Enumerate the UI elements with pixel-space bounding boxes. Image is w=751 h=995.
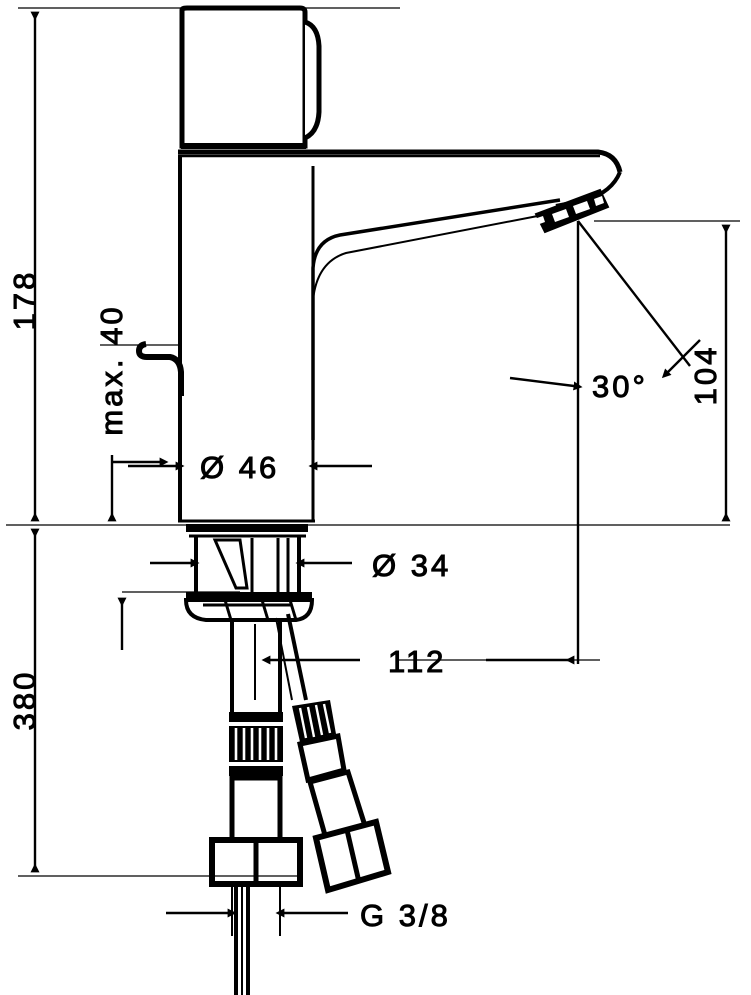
- aerator: [531, 188, 610, 234]
- dim-d34-label: Ø 34: [372, 548, 451, 583]
- dim-g38: G 3/8: [166, 884, 451, 936]
- tap-geometry: [135, 5, 623, 995]
- dim-104-label: 104: [688, 345, 723, 406]
- dim-380: 380: [7, 528, 43, 873]
- dim-178-label: 178: [7, 270, 42, 331]
- flexible-hose-right: [292, 700, 392, 894]
- mounting-nut: [183, 592, 315, 622]
- flexible-hose-left: [209, 712, 303, 995]
- dim-d34: Ø 34: [150, 548, 451, 584]
- mounting-base: [186, 524, 308, 592]
- dim-d46-label: Ø 46: [200, 450, 279, 485]
- dim-d46: Ø 46: [128, 450, 372, 496]
- dim-112: 112: [261, 644, 575, 680]
- dim-112-label: 112: [388, 644, 446, 679]
- extension-lines: [6, 7, 740, 877]
- dim-104: 104: [688, 224, 731, 522]
- dim-30deg: 30°: [509, 220, 701, 664]
- dim-30deg-label: 30°: [592, 369, 648, 404]
- dim-178: 178: [7, 11, 43, 522]
- threaded-shank: [230, 613, 308, 714]
- dim-max-40-label: max. 40: [94, 304, 129, 435]
- dim-g38-label: G 3/8: [360, 898, 451, 933]
- lever-handle: [179, 5, 322, 149]
- popup-waste-rod: [135, 341, 184, 396]
- mixer-body: [178, 149, 623, 523]
- dimension-layer: 178 max. 40 Ø 46 Ø 34 30°: [6, 7, 740, 936]
- dim-380-label: 380: [7, 670, 42, 731]
- dim-max-40: max. 40: [94, 304, 169, 522]
